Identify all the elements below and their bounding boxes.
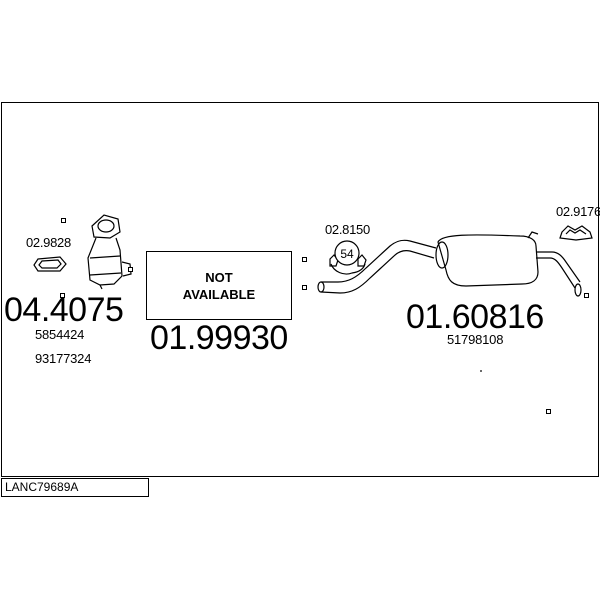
not-available-line1: NOT (205, 269, 233, 285)
marker-square (61, 218, 66, 223)
mount-part-number[interactable]: 02.9176 (556, 204, 600, 219)
diagram-frame (1, 102, 599, 477)
marker-square (546, 409, 551, 414)
silencer-oem-ref: 51798108 (447, 332, 504, 347)
not-available-box: NOT AVAILABLE (146, 251, 292, 320)
clamp-part-number[interactable]: 02.8150 (325, 222, 370, 237)
front-pipe-part-number[interactable]: 01.99930 (150, 319, 288, 357)
clamp-size-label: 54 (340, 247, 354, 261)
clamp-icon[interactable] (329, 240, 367, 275)
gasket-icon[interactable] (33, 256, 67, 272)
gasket-part-number[interactable]: 02.9828 (26, 235, 71, 250)
marker-square (584, 293, 589, 298)
marker-square (60, 293, 65, 298)
catalyst-oem-ref-2: 93177324 (35, 351, 92, 366)
catalyst-oem-ref-1: 5854424 (35, 327, 85, 342)
not-available-line2: AVAILABLE (182, 286, 256, 302)
silencer-part-number[interactable]: 01.60816 (406, 298, 544, 336)
marker-square (128, 267, 133, 272)
marker-square (302, 257, 307, 262)
rear-silencer-icon[interactable] (435, 231, 582, 297)
intermediate-pipe-icon[interactable] (317, 239, 437, 294)
rubber-mount-icon[interactable] (559, 225, 593, 241)
marker-square (302, 285, 307, 290)
catalyst-part-number[interactable]: 04.4075 (4, 291, 124, 329)
catalytic-converter-icon[interactable] (87, 214, 132, 290)
reference-dot (480, 370, 482, 372)
diagram-code: LANC79689A (5, 480, 79, 494)
diagram-code-box: LANC79689A (1, 478, 149, 497)
